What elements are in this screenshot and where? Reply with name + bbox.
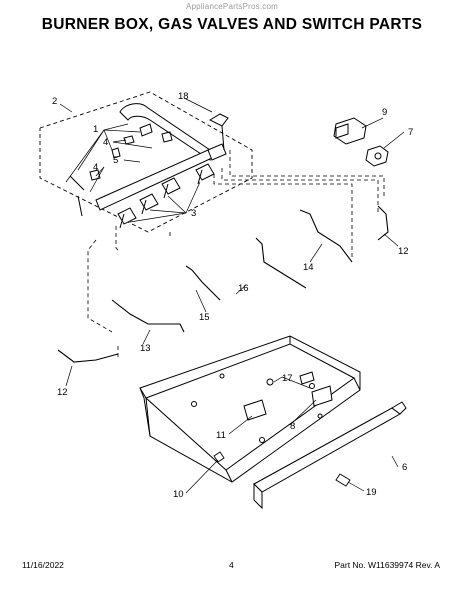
leader-lines xyxy=(59,97,405,494)
front-trim xyxy=(253,401,407,510)
page-title: BURNER BOX, GAS VALVES AND SWITCH PARTS xyxy=(41,16,423,33)
tube-15 xyxy=(185,265,221,301)
footer-page-number: 4 xyxy=(229,560,234,570)
tube-connection-lines xyxy=(87,150,385,358)
callout-16: 16 xyxy=(238,283,249,294)
footer-part-number: Part No. W11639974 Rev. A xyxy=(334,560,440,570)
base-pan xyxy=(139,335,361,483)
watermark: AppliancePartsPros.com xyxy=(186,2,278,11)
callout-1: 1 xyxy=(93,124,98,135)
callout-17: 17 xyxy=(282,373,293,384)
gas-tubes xyxy=(57,205,389,363)
callout-3: 3 xyxy=(191,208,196,219)
burner-box-outline xyxy=(39,91,253,233)
footer-date: 11/16/2022 xyxy=(22,560,64,570)
tube-16 xyxy=(255,237,307,289)
callout-labels: 2 1 4 4 5 3 18 9 7 12 14 16 15 13 12 17 … xyxy=(52,91,413,500)
callout-2: 2 xyxy=(52,96,57,107)
callout-7: 7 xyxy=(408,127,413,138)
screw-19 xyxy=(335,473,351,487)
tube-12-upper xyxy=(377,205,389,241)
tube-13 xyxy=(111,299,185,333)
callout-12: 12 xyxy=(57,387,68,398)
tube-12-lower xyxy=(57,349,119,363)
callout-12: 12 xyxy=(398,246,409,257)
tube-14 xyxy=(299,209,353,263)
screws xyxy=(213,451,351,487)
callout-15: 15 xyxy=(199,312,210,323)
callout-11: 11 xyxy=(216,430,226,441)
part-9 xyxy=(333,117,367,145)
callout-8: 8 xyxy=(290,421,295,432)
callout-6: 6 xyxy=(402,462,407,473)
callout-18: 18 xyxy=(178,91,189,102)
callout-13: 13 xyxy=(140,343,151,354)
callout-19: 19 xyxy=(366,487,377,498)
callout-9: 9 xyxy=(382,107,387,118)
manifold-assembly xyxy=(69,103,229,229)
callout-10: 10 xyxy=(173,489,184,500)
callout-5: 5 xyxy=(113,155,118,166)
callout-14: 14 xyxy=(303,262,314,273)
switch-parts xyxy=(333,117,389,167)
callout-4: 4 xyxy=(103,137,108,148)
callout-4: 4 xyxy=(93,162,98,173)
